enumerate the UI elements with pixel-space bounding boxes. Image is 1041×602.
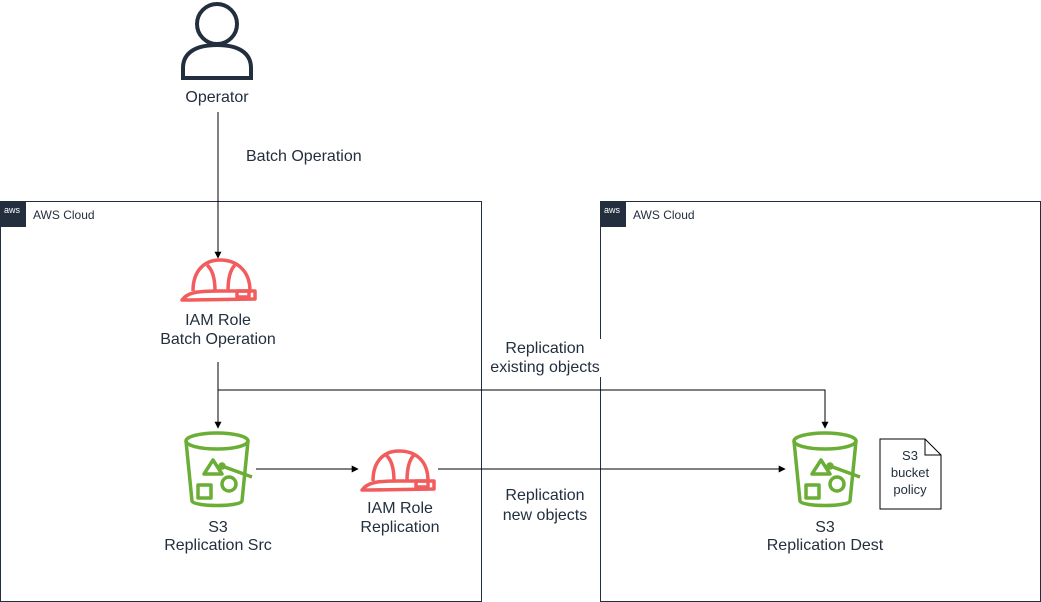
bucket-policy-line3: policy	[893, 482, 927, 497]
iam-batch-label-line1: IAM Role	[185, 312, 251, 329]
iam-batch-label-line2: Batch Operation	[160, 331, 276, 348]
aws-logo-icon: aws	[601, 202, 626, 227]
iam-replication-label-line2: Replication	[360, 519, 440, 536]
edge-existing-label-line2: existing objects	[485, 358, 605, 377]
iam-replication-label-line1: IAM Role	[367, 500, 433, 517]
aws-logo-icon: aws	[1, 202, 26, 227]
s3-src-label-line1: S3	[208, 519, 228, 536]
iam-role-helmet-icon	[360, 449, 436, 492]
batch-operation-edge-label: Batch Operation	[246, 148, 362, 165]
s3-dest-label-line2: Replication Dest	[766, 537, 884, 554]
note-shape	[879, 438, 942, 510]
s3-src-label-line2: Replication Src	[164, 537, 272, 554]
edge-replication-existing[interactable]	[218, 389, 829, 429]
edge-new-label-line1: Replication	[505, 487, 585, 504]
bucket-policy-line2: bucket	[890, 465, 930, 480]
s3-dest-label-line1: S3	[815, 519, 835, 536]
operator-label: Operator	[185, 89, 249, 106]
aws-cloud-title-left: AWS Cloud	[33, 208, 95, 222]
aws-cloud-title-right: AWS Cloud	[633, 208, 695, 222]
edge-existing-label-line1: Replication	[485, 339, 605, 358]
bucket-policy-line1: S3	[902, 448, 918, 463]
s3-bucket-icon	[792, 431, 861, 508]
s3-bucket-icon	[184, 431, 253, 508]
user-icon	[181, 2, 253, 80]
edge-new-label-line2: new objects	[502, 507, 588, 524]
iam-role-helmet-icon	[180, 258, 257, 302]
